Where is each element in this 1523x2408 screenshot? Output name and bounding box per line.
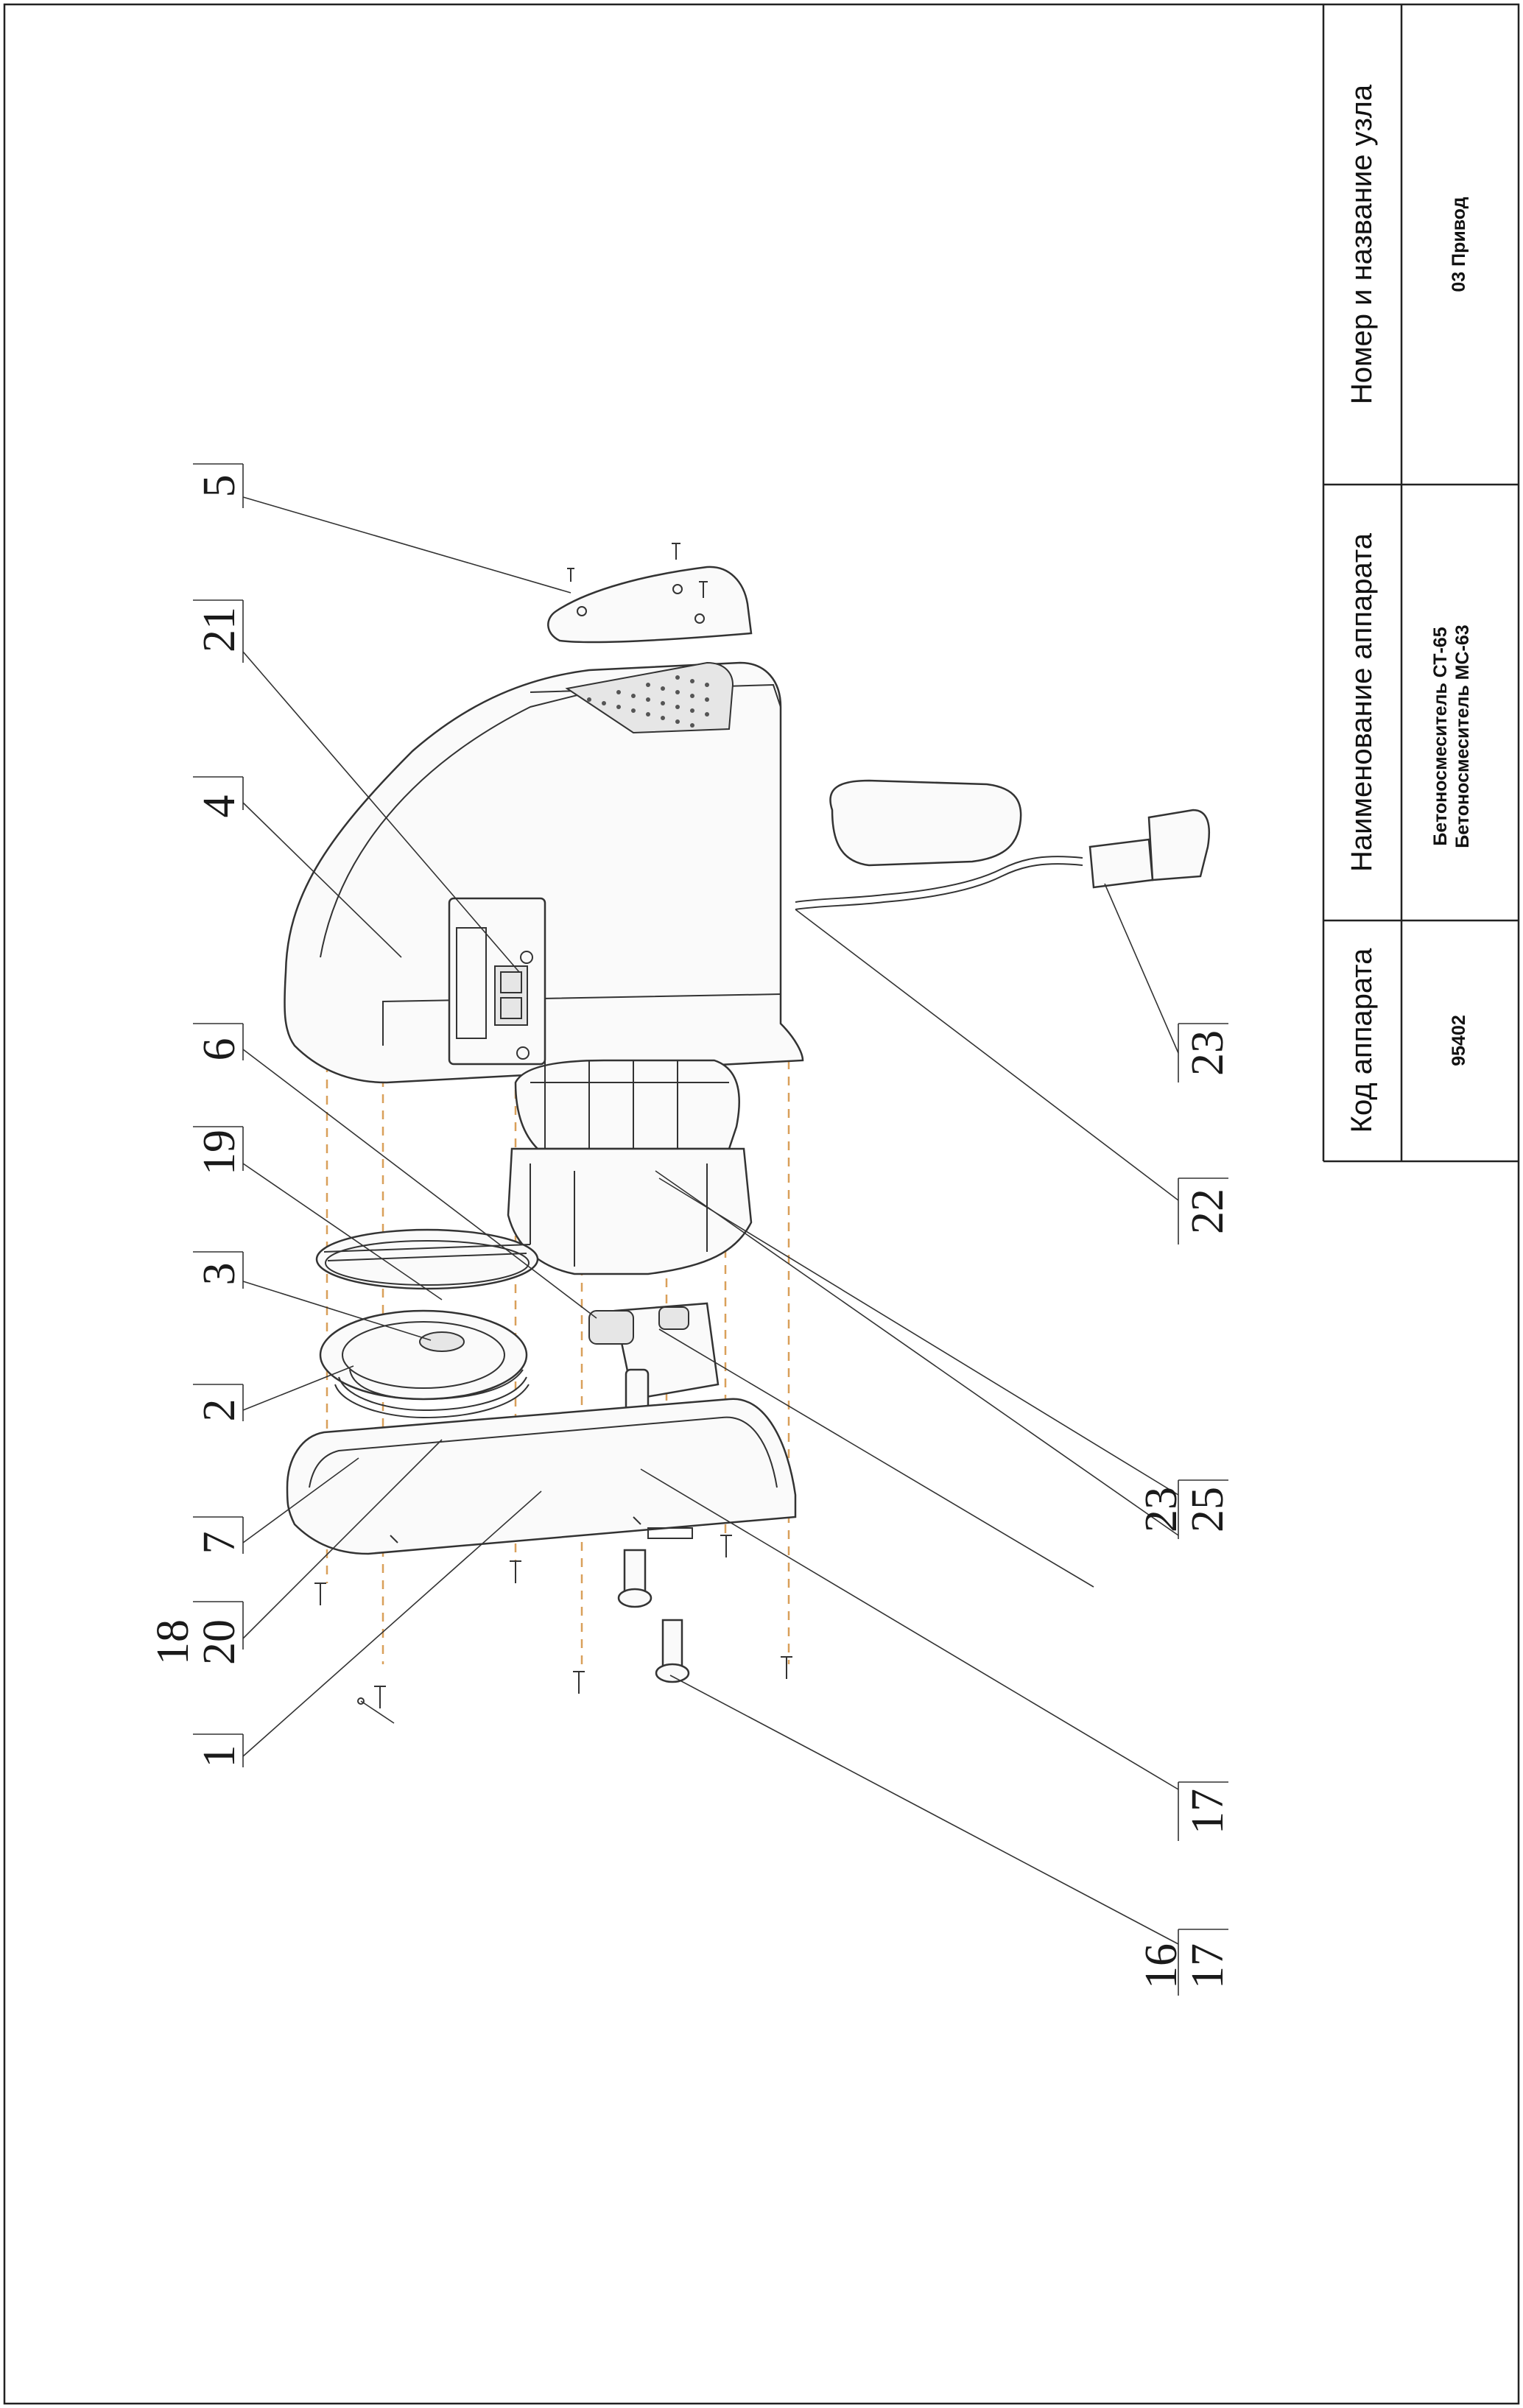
header-name: Наименование аппарата <box>1346 532 1378 872</box>
value-name-line2: Бетоносмеситель МС-63 <box>1452 624 1473 848</box>
callout-23-top: 23 <box>1183 1030 1233 1076</box>
power-cord <box>795 779 1211 910</box>
housing-cover <box>284 661 804 1084</box>
callout-19: 19 <box>194 1130 245 1175</box>
value-node: 03 Привод <box>1449 197 1469 292</box>
callout-25: 25 <box>1183 1487 1233 1532</box>
callout-17-a: 17 <box>1183 1789 1233 1834</box>
header-code: Код аппарата <box>1346 948 1378 1133</box>
exploded-drive-assembly <box>242 496 1211 1945</box>
tensioner-bracket <box>588 1302 720 1471</box>
callout-3: 3 <box>194 1263 245 1286</box>
callout-16: 16 <box>1136 1943 1186 1989</box>
base-plate <box>286 1398 797 1555</box>
callout-20: 20 <box>194 1619 245 1665</box>
leader-lines <box>242 496 1179 1945</box>
value-code: 95402 <box>1449 1015 1469 1066</box>
callout-21: 21 <box>194 607 245 652</box>
callout-2: 2 <box>194 1399 245 1422</box>
callout-18: 18 <box>148 1619 198 1665</box>
callout-4: 4 <box>194 795 245 818</box>
callout-7: 7 <box>194 1532 245 1555</box>
callout-23-mid: 23 <box>1136 1487 1186 1532</box>
pulley <box>319 1309 530 1419</box>
value-name-line1: Бетоносмеситель СТ-65 <box>1430 627 1451 845</box>
drive-belt <box>315 1228 539 1290</box>
end-cap <box>547 543 753 644</box>
callout-17-b: 17 <box>1183 1943 1233 1989</box>
callout-1: 1 <box>194 1745 245 1768</box>
fasteners <box>314 1535 792 1708</box>
sheet-border <box>3 3 1520 2405</box>
title-block: Номер и название узла 03 Привод Наименов… <box>1322 4 1519 1163</box>
motor <box>507 1059 753 1275</box>
switch-plate <box>448 897 546 1066</box>
callout-22: 22 <box>1183 1189 1233 1234</box>
callout-6: 6 <box>194 1038 245 1061</box>
header-node: Номер и название узла <box>1346 84 1378 404</box>
callout-5: 5 <box>194 475 245 498</box>
callout-labels: 5 21 4 6 19 3 2 7 18 20 1 23 22 23 25 17… <box>148 463 1233 1996</box>
